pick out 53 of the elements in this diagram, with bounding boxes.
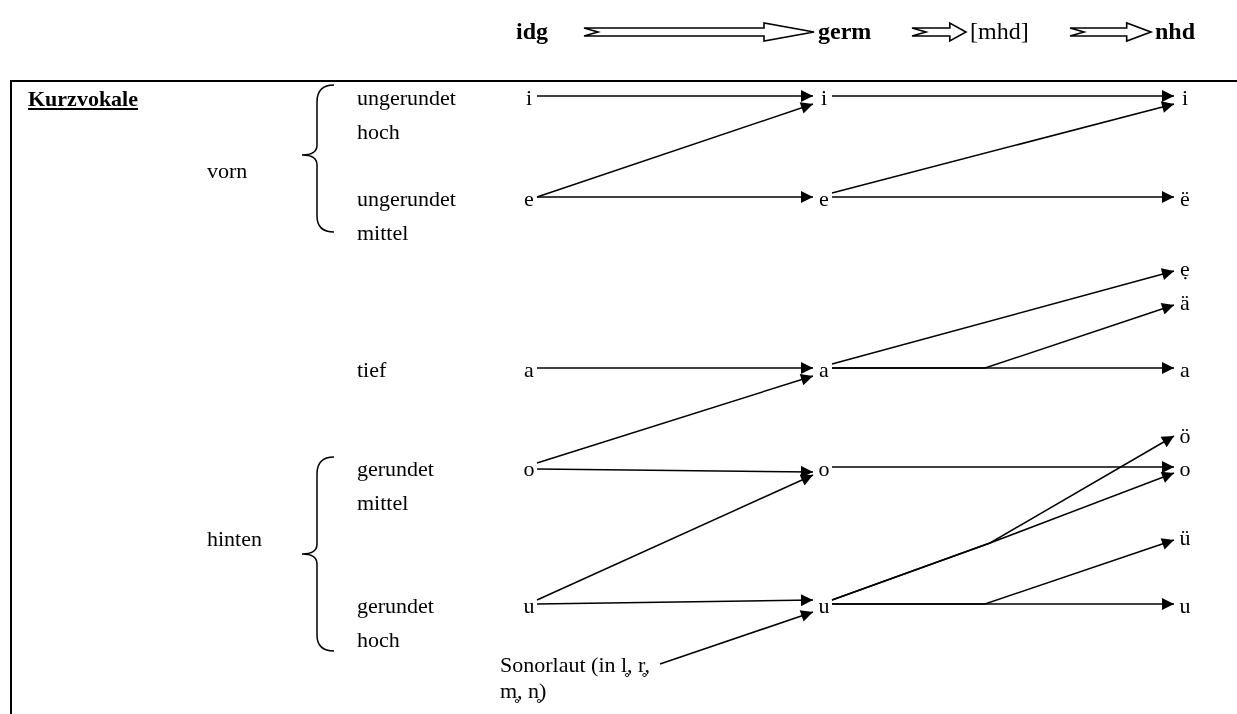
arrow <box>536 102 814 198</box>
vowel-label: i <box>816 85 832 111</box>
arrow <box>659 610 814 665</box>
vowel-label: a <box>816 357 832 383</box>
arrow <box>831 268 1175 365</box>
arrow <box>831 461 1175 473</box>
arrow <box>831 598 1175 610</box>
vowel-label: u <box>1177 593 1193 619</box>
arrow <box>536 191 814 203</box>
vowel-label: ö <box>1177 423 1193 449</box>
vowel-label: o <box>521 456 537 482</box>
arrow <box>831 362 1175 374</box>
arrow <box>831 191 1175 203</box>
arrow <box>536 90 814 102</box>
vowel-label: a <box>1177 357 1193 383</box>
table-heading: Kurzvokale <box>28 86 138 112</box>
vowel-label: a <box>521 357 537 383</box>
arrow <box>831 471 1175 601</box>
arrow <box>536 474 814 601</box>
arrow <box>831 101 1175 194</box>
block-arrow <box>1069 21 1154 43</box>
vowel-label: ë <box>1177 186 1193 212</box>
category-label: hinten <box>207 525 263 553</box>
arrow <box>536 362 814 374</box>
vowel-label: u <box>521 593 537 619</box>
vowel-label: ä <box>1177 290 1193 316</box>
arrow <box>831 90 1175 102</box>
vowel-label: ü <box>1177 525 1193 551</box>
category-label: vorn <box>207 157 249 185</box>
stage-label: nhd <box>1155 16 1211 46</box>
vowel-label: i <box>521 85 537 111</box>
vowel-label: u <box>816 593 832 619</box>
arrow <box>536 373 814 464</box>
vowel-label: e <box>816 186 832 212</box>
vowel-label: o <box>816 456 832 482</box>
stage-label: [mhd] <box>970 16 1048 46</box>
vowel-label: e <box>521 186 537 212</box>
category-label: ungerundet hoch <box>357 84 457 146</box>
category-label: ungerundet mittel <box>357 185 457 247</box>
vowel-label: ẹ <box>1177 256 1193 282</box>
stage-label: idg <box>516 16 562 46</box>
block-arrow <box>911 21 968 43</box>
category-label: gerundet hoch <box>357 592 435 654</box>
vowel-label: i <box>1177 85 1193 111</box>
arrow <box>536 594 814 607</box>
note-text: Sonorlaut (in l̥, r̥, m̥, n̥) <box>500 652 660 704</box>
arrow <box>536 465 814 478</box>
category-label: gerundet mittel <box>357 455 435 517</box>
stage-label: germ <box>818 16 890 46</box>
table-frame <box>10 80 1237 714</box>
vowel-label: o <box>1177 456 1193 482</box>
block-arrow <box>583 22 815 42</box>
category-label: tief <box>357 356 388 384</box>
